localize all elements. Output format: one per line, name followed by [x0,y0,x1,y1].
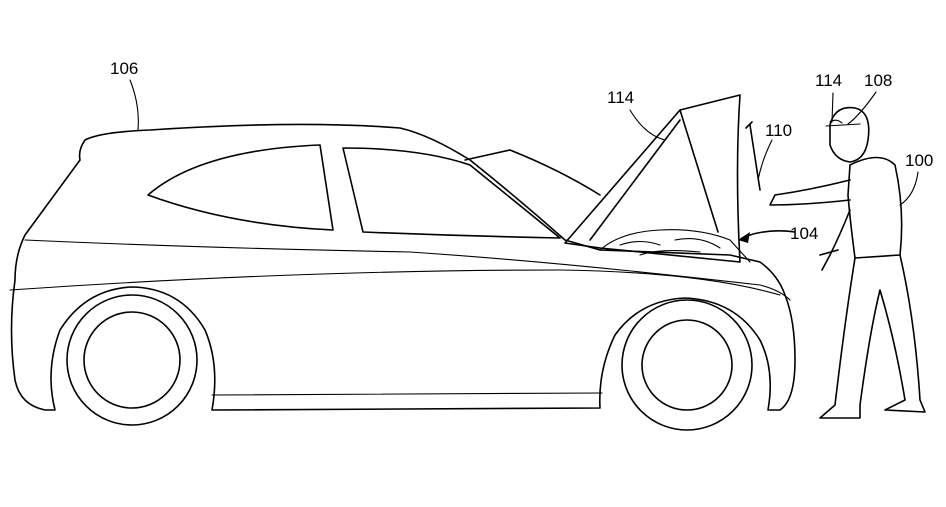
vehicle-drawing [9,94,796,431]
label-110: 110 [765,121,793,140]
windshield [464,149,601,196]
raised-arm [769,179,851,206]
engine [599,229,751,263]
rear-tire [66,294,198,426]
side-window [342,147,561,239]
label-108: 108 [864,71,893,90]
beltline [24,239,791,301]
rocker-line [211,392,603,396]
person-drawing [745,106,926,419]
arrowhead-104 [738,232,750,243]
rear-rim [83,311,181,409]
lower-arm [819,209,851,271]
legs [819,254,926,419]
leader-106 [129,79,139,131]
head [829,106,870,163]
glasses-headset [825,119,861,127]
leader-110 [757,139,773,181]
leader-114-glasses [831,92,834,123]
label-100: 100 [905,151,934,170]
torso [847,156,903,259]
front-rim [641,319,733,411]
arrow-104 [741,230,796,239]
open-hood [564,94,741,263]
label-114-glasses: 114 [815,71,843,90]
label-104: 104 [790,224,819,243]
leader-108 [847,91,877,125]
leader-100 [899,171,919,206]
rear-window [147,144,334,231]
label-114-hood: 114 [607,88,635,107]
lower-body-line [9,269,781,296]
front-tire [621,299,753,431]
leader-lines [129,79,919,243]
car-body-outline [10,123,796,411]
leader-114-hood [629,109,666,141]
label-106: 106 [110,59,139,78]
